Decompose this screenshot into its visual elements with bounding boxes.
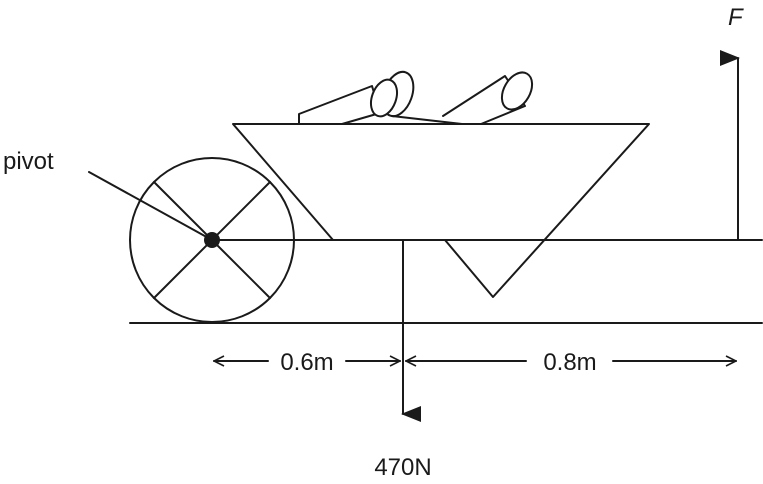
force-label: F xyxy=(728,4,744,31)
pivot-label: pivot xyxy=(3,148,54,175)
distance-left-label: 0.6m xyxy=(280,349,333,376)
pivot-leader-line xyxy=(88,171,213,241)
weight-label: 470N xyxy=(374,454,431,481)
load-logs xyxy=(298,70,534,125)
barrow-tray xyxy=(232,123,650,298)
distance-right-label: 0.8m xyxy=(543,349,596,376)
